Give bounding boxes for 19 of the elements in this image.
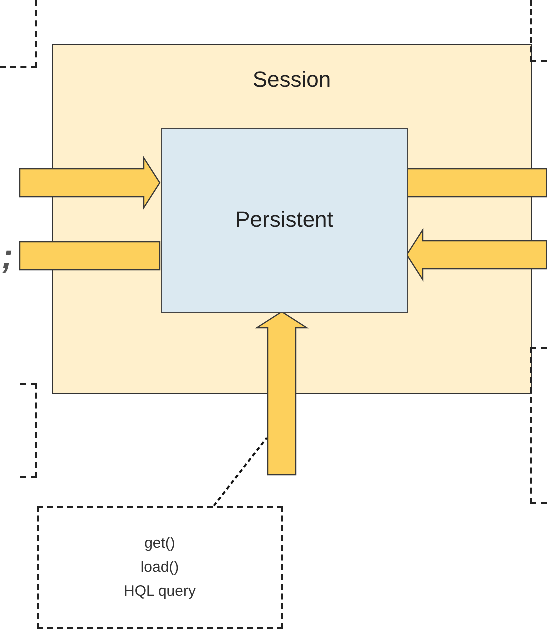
object-box bbox=[161, 128, 408, 313]
method-text: HQL query bbox=[124, 582, 196, 602]
dashed-box bbox=[20, 383, 37, 478]
box-label: Persistent bbox=[236, 206, 334, 234]
block-bar bbox=[19, 241, 161, 271]
leader-line bbox=[213, 437, 268, 507]
cut-off-text: ; bbox=[2, 237, 14, 278]
dashed-box bbox=[530, 0, 547, 62]
note-box bbox=[37, 506, 283, 629]
method-text: get() bbox=[144, 534, 176, 554]
box-title: Session bbox=[252, 66, 332, 94]
dashed-box bbox=[530, 347, 547, 504]
block-bar bbox=[406, 168, 547, 198]
session-box bbox=[52, 44, 532, 394]
block-arrow bbox=[19, 156, 161, 210]
method-text: load() bbox=[140, 558, 180, 578]
block-arrow bbox=[254, 311, 310, 476]
dashed-box bbox=[0, 0, 37, 68]
block-arrow bbox=[406, 228, 547, 282]
